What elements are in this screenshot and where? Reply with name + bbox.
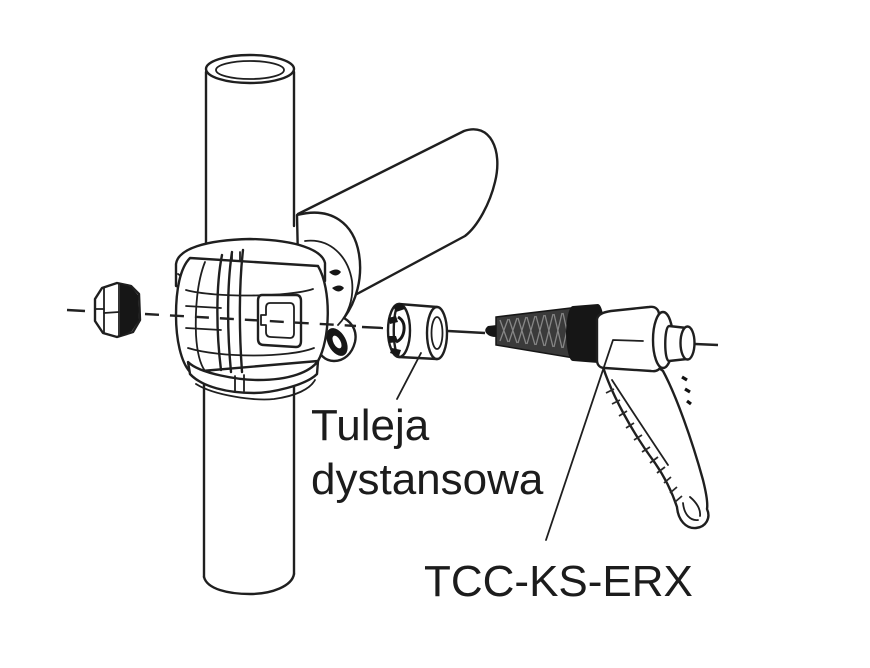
threaded-screw xyxy=(485,304,605,363)
label-spacer-line2: dystansowa xyxy=(311,455,544,504)
spacer-sleeve xyxy=(386,302,449,361)
label-lever-model: TCC-KS-ERX xyxy=(424,557,693,606)
screw-collar xyxy=(566,304,605,363)
label-spacer-line1: Tuleja xyxy=(311,401,430,450)
leader-line-spacer xyxy=(396,352,422,400)
handle-ridge-marks xyxy=(681,375,692,406)
clamping-lever xyxy=(595,305,710,530)
centerline xyxy=(66,308,719,347)
boss-hole xyxy=(326,328,348,356)
brand-mark-icon xyxy=(329,269,344,292)
vertical-tube xyxy=(202,53,296,596)
leader-line-lever xyxy=(545,339,644,541)
handle-knurl-texture xyxy=(605,388,683,503)
hex-nut xyxy=(93,281,142,339)
tube-clamp xyxy=(174,211,362,401)
